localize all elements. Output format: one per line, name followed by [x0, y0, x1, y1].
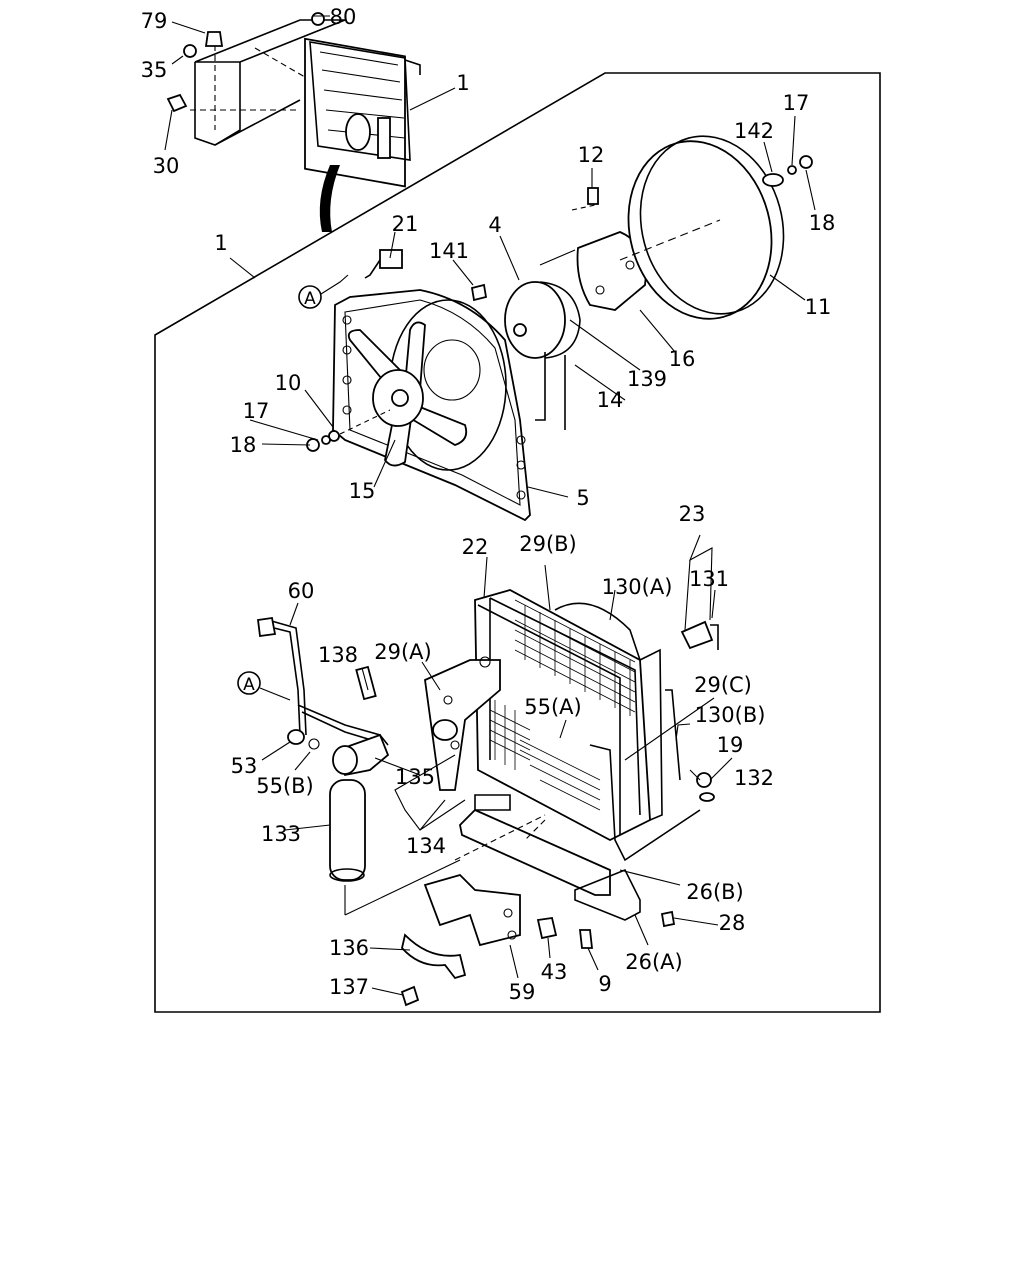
label-5: 5 — [576, 486, 589, 510]
label-15: 15 — [349, 479, 376, 503]
part-labels: 79 80 35 30 1 1 21 141 4 12 142 17 18 11… — [141, 5, 836, 1004]
label-132: 132 — [734, 766, 774, 790]
label-17-left: 17 — [243, 399, 270, 423]
label-11: 11 — [805, 295, 832, 319]
label-133: 133 — [261, 822, 301, 846]
label-10: 10 — [275, 371, 302, 395]
mounted-assembly-view — [166, 12, 421, 232]
leader-lines — [164, 15, 816, 996]
label-19: 19 — [717, 733, 744, 757]
condenser-core-hatch — [489, 599, 636, 811]
label-59: 59 — [509, 980, 536, 1004]
label-18-left: 18 — [230, 433, 257, 457]
label-60: 60 — [288, 579, 315, 603]
label-1-top: 1 — [456, 71, 469, 95]
label-18-top: 18 — [809, 211, 836, 235]
label-17-top: 17 — [783, 91, 810, 115]
receiver-drier-assembly — [256, 616, 676, 1007]
label-26a: 26(A) — [625, 950, 682, 974]
label-16: 16 — [669, 347, 696, 371]
condenser-assembly — [424, 589, 719, 921]
label-22: 22 — [462, 535, 489, 559]
callout-a-upper: A — [298, 274, 349, 309]
label-137: 137 — [329, 975, 369, 999]
label-134: 134 — [406, 834, 446, 858]
label-55b: 55(B) — [256, 774, 314, 798]
label-29b: 29(B) — [519, 532, 577, 556]
label-55a: 55(A) — [524, 695, 581, 719]
label-23: 23 — [679, 502, 706, 526]
label-29a: 29(A) — [374, 640, 431, 664]
label-43: 43 — [541, 960, 568, 984]
label-28: 28 — [719, 911, 746, 935]
label-131: 131 — [689, 567, 729, 591]
label-141: 141 — [429, 239, 469, 263]
label-26b: 26(B) — [686, 880, 744, 904]
label-1-main: 1 — [214, 231, 227, 255]
fan-shroud-assembly — [306, 135, 813, 522]
label-130b: 130(B) — [695, 703, 766, 727]
label-35: 35 — [141, 58, 168, 82]
label-80: 80 — [330, 5, 357, 29]
label-30: 30 — [153, 154, 180, 178]
label-14: 14 — [597, 388, 624, 412]
main-frame — [154, 72, 881, 1013]
label-130a: 130(A) — [602, 575, 673, 599]
label-9: 9 — [598, 972, 611, 996]
label-29c: 29(C) — [694, 673, 752, 697]
label-139: 139 — [627, 367, 667, 391]
label-142: 142 — [734, 119, 774, 143]
svg-text:A: A — [243, 675, 255, 695]
callout-a-lower: A — [237, 671, 291, 701]
svg-text:A: A — [304, 289, 316, 309]
label-138: 138 — [318, 643, 358, 667]
label-135: 135 — [395, 765, 435, 789]
label-79: 79 — [141, 9, 168, 33]
label-4: 4 — [488, 213, 501, 237]
label-136: 136 — [329, 936, 369, 960]
label-21: 21 — [392, 212, 419, 236]
label-53: 53 — [231, 754, 258, 778]
label-12: 12 — [578, 143, 605, 167]
